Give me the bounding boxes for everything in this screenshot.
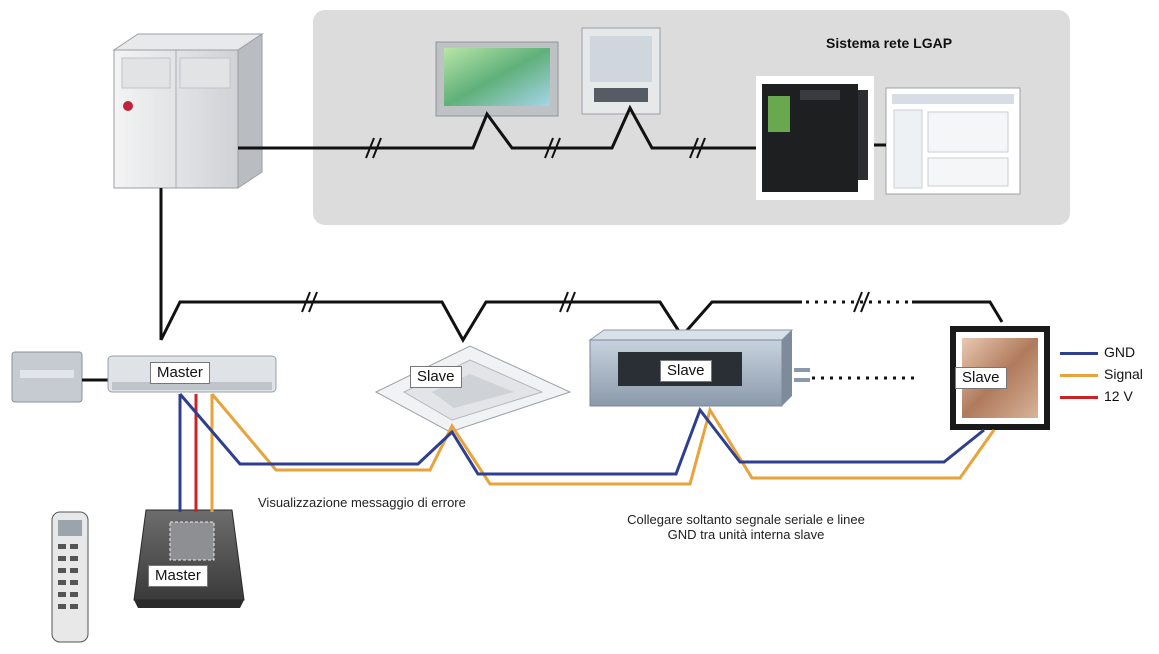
gnd-wire-indoor [178,393,985,476]
error-message-note: Visualizzazione messaggio di errore [258,495,466,510]
outdoor-unit [112,33,264,189]
slave-duct-label: Slave [660,360,712,382]
network-wire [238,104,756,150]
central-controller-box [11,351,83,403]
slave-panel-label: Slave [955,367,1007,389]
wire-legend: GND Signal 12 V [1058,342,1158,408]
connect-note-line2: GND tra unità interna slave [667,527,825,542]
master-unit-label: Master [150,362,210,384]
lgap-panel-title: Sistema rete LGAP [826,35,953,51]
cassette-indoor-unit [374,345,572,433]
legend-signal-swatch [1060,374,1098,377]
legend-signal-label: Signal [1104,366,1143,382]
touch-screen-controller [435,41,559,117]
wired-remote-controller [133,509,245,608]
legend-signal: Signal [1058,364,1158,386]
break-marks-network [365,137,706,159]
slave-cassette-label: Slave [410,366,462,388]
legend-gnd-label: GND [1104,344,1136,360]
indoor-bus-wire [159,300,802,343]
pc-software-window [885,87,1021,195]
legend-12v-label: 12 V [1104,388,1133,404]
legend-12v: 12 V [1058,386,1158,408]
indoor-bus-wire-end [912,300,1004,323]
gateway-device [756,76,874,200]
connect-note-line1: Collegare soltanto segnale seriale e lin… [627,512,865,527]
signal-wire-indoor [210,393,996,486]
break-marks-bus [301,291,870,313]
keypad-controller [581,27,661,115]
legend-gnd-swatch [1060,352,1098,355]
wireless-remote [51,511,89,643]
master-controller-label: Master [148,565,208,587]
connect-note: Collegare soltanto segnale seriale e lin… [596,512,896,542]
legend-12v-swatch [1060,396,1098,399]
legend-gnd: GND [1058,342,1158,364]
